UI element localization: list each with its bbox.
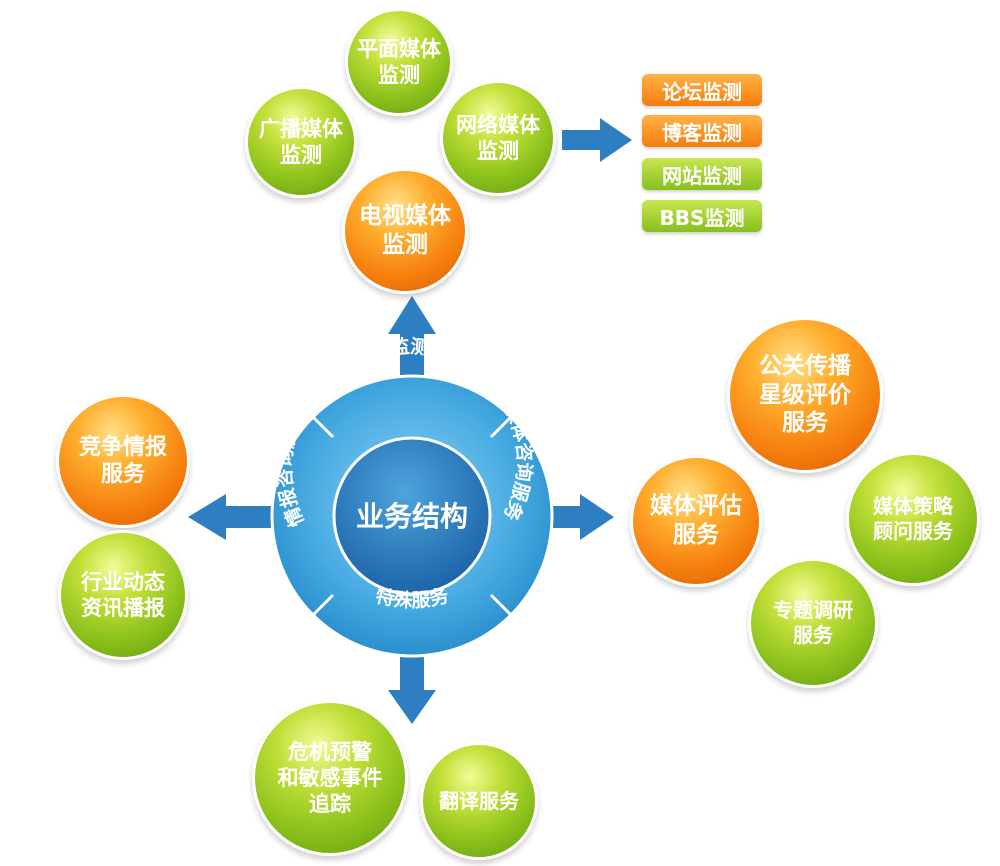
arrow-left [188, 494, 274, 540]
network-media-bubble: 网络媒体监测 [440, 80, 556, 196]
industry-news-bubble: 行业动态资讯播报 [58, 530, 188, 660]
print-media-bubble: 平面媒体监测 [345, 8, 453, 116]
arrow-right [546, 494, 614, 540]
blog-monitoring-tag: 博客监测 [642, 115, 762, 147]
media-evaluation-bubble: 媒体评估服务 [630, 455, 762, 587]
media-strategy-bubble: 媒体策略顾问服务 [846, 452, 980, 586]
forum-monitoring-tag: 论坛监测 [642, 74, 762, 106]
center-label: 业务结构 [356, 500, 468, 533]
center-core [332, 436, 492, 596]
translation-bubble: 翻译服务 [420, 742, 538, 860]
center-ring: 业务结构 媒体监测服务 媒体咨询服务 特殊服务 情报咨询服务 [270, 335, 554, 658]
competitive-intel-bubble: 竞争情报服务 [56, 394, 190, 528]
pr-rating-bubble: 公关传播星级评价服务 [727, 317, 883, 473]
tv-media-bubble: 电视媒体监测 [342, 168, 468, 294]
arrow-down [388, 652, 436, 724]
bbs-monitoring-tag: BBS监测 [642, 200, 762, 232]
arrow-up [388, 296, 436, 380]
arrow-to-network-tags [562, 118, 632, 162]
crisis-alert-bubble: 危机预警和敏感事件追踪 [252, 700, 408, 856]
broadcast-media-bubble: 广播媒体监测 [245, 86, 357, 198]
website-monitoring-tag: 网站监测 [642, 158, 762, 190]
topic-research-bubble: 专题调研服务 [748, 558, 878, 688]
